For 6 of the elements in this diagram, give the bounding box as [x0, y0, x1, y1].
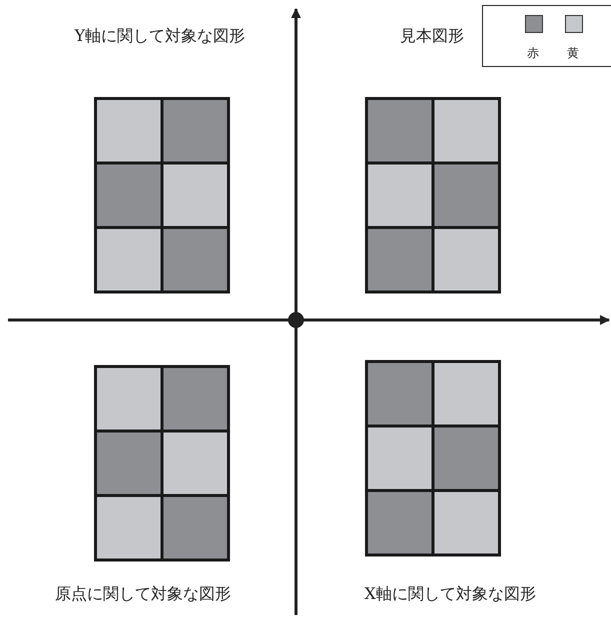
figure-caption: 見本図形 — [400, 26, 464, 46]
figure-caption: Y軸に関して対象な図形 — [74, 26, 246, 46]
figure-caption: X軸に関して対象な図形 — [364, 584, 536, 604]
legend-label: 黄 — [567, 46, 579, 60]
legend-label: 赤 — [527, 46, 539, 60]
figure-caption: 原点に関して対象な図形 — [55, 584, 231, 604]
